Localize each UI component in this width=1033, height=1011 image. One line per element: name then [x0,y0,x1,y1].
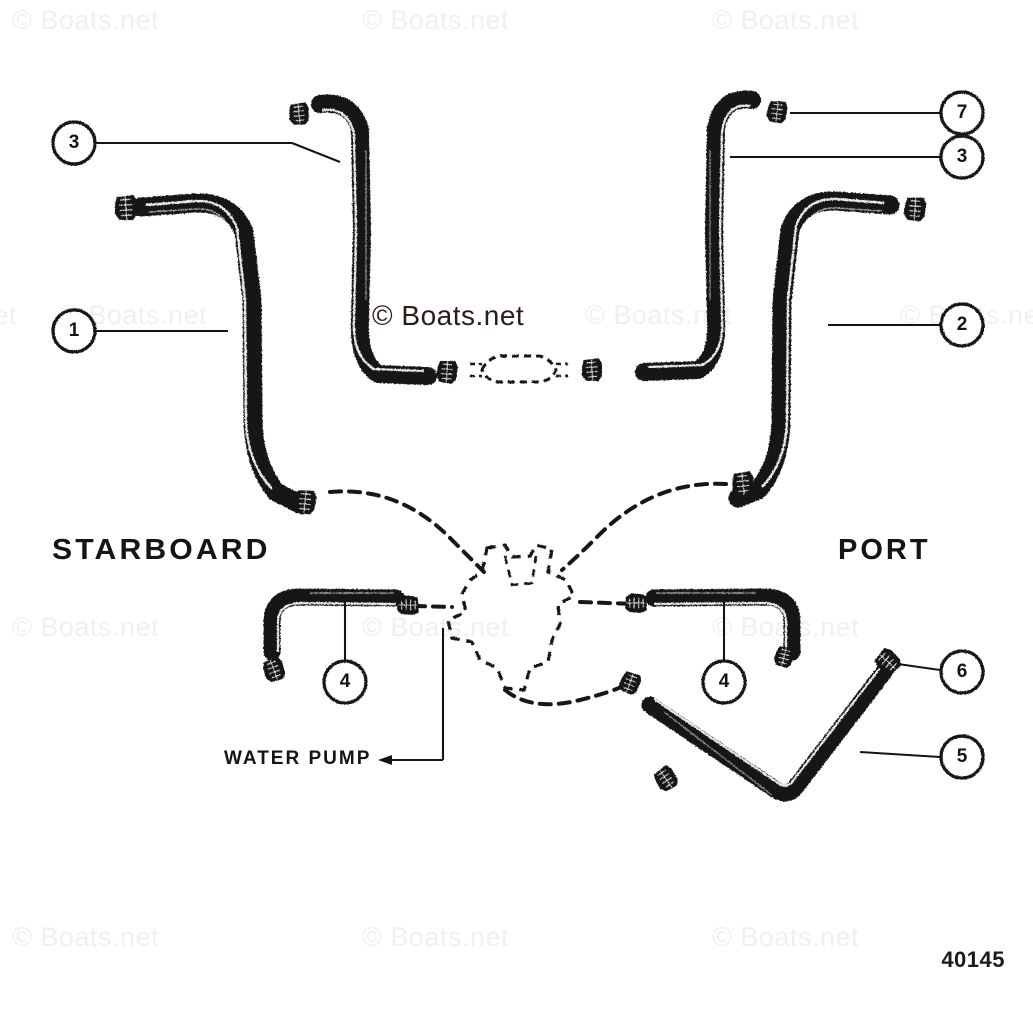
callout-leader-lines [96,111,941,759]
clamp [765,99,789,125]
callout-label-3b: 3 [956,146,968,167]
callout-label-1: 1 [68,320,80,341]
leader-5 [859,750,941,759]
hose-3-starboard-upper [311,94,437,385]
hose-4-port-elbow [645,588,801,661]
watermark-center: © Boats.net [372,300,525,331]
clamp [396,594,420,616]
clamp [259,655,289,685]
water-pump-pointer [378,628,445,765]
label-port: PORT [838,534,931,566]
routing-port-main [560,481,728,572]
callout-circle-6 [939,649,985,695]
callout-circles [51,90,985,780]
routing-starboard-main [328,489,486,574]
callout-label-3: 3 [68,132,80,153]
clamp [113,194,139,222]
routing-pump-lower [503,682,630,707]
callout-circle-3 [51,120,97,166]
callout-label-4b: 4 [718,671,730,692]
callout-label-6: 6 [956,661,968,682]
callout-circle-4b [701,659,747,705]
clamp [902,195,928,223]
diagram-part-number: 40145 [941,947,1005,972]
hose-5-v [641,663,893,802]
hose-4-starboard-elbow [263,588,405,661]
callout-label-7: 7 [956,102,968,123]
callout-label-5: 5 [956,746,968,767]
clamp [624,592,648,614]
callout-circle-5 [939,734,985,780]
pointer-arrowhead [378,755,392,765]
hose-3-port-upper [635,90,761,381]
clamp [616,668,644,698]
label-water-pump: WATER PUMP [224,748,372,769]
hose-2-port-long [728,191,900,508]
routing-starboard-elbow [412,604,454,609]
leader-6 [897,662,941,672]
callout-circle-7 [939,90,985,136]
hose-group [130,90,900,802]
callout-label-4a: 4 [339,671,351,692]
callout-circle-2 [939,302,985,348]
callout-circle-1 [51,308,97,354]
callout-circle-3b [939,134,985,180]
clamp [435,359,459,385]
clamp [287,101,311,127]
label-starboard: STARBOARD [52,534,271,566]
callout-label-2: 2 [956,314,968,335]
clamp [650,763,682,795]
leader-3-left-kink [291,142,341,163]
water-pump-body [446,543,576,692]
center-connector-fitting [470,354,568,384]
clamp [580,357,604,383]
callout-circle-4a [322,659,368,705]
hose-1-starboard-long [130,193,312,515]
